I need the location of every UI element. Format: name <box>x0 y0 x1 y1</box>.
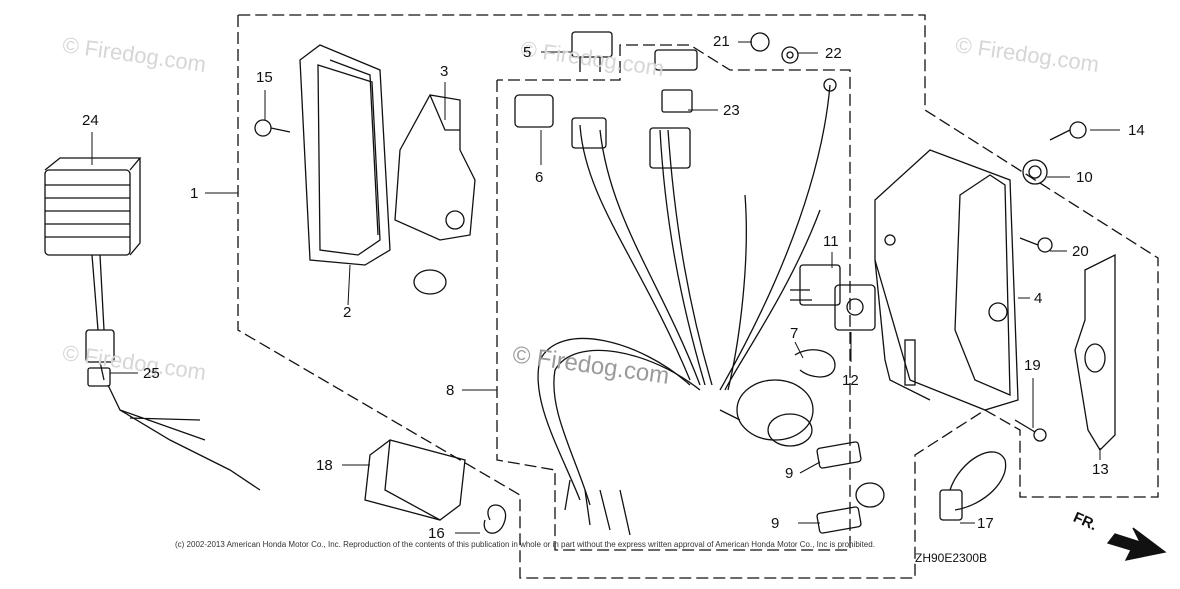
callout-19: 19 <box>1024 357 1041 374</box>
plate-13 <box>1074 253 1116 452</box>
callout-12: 12 <box>842 372 859 389</box>
callout-3: 3 <box>440 63 449 80</box>
regulator-rectifier-24 <box>44 157 261 491</box>
callout-15: 15 <box>256 69 273 86</box>
bolt-20 <box>1019 237 1053 253</box>
callout-20: 20 <box>1072 243 1089 260</box>
callout-9b: 9 <box>771 515 780 532</box>
relay-5 <box>571 31 613 72</box>
switch-9a <box>816 441 885 508</box>
callout-5: 5 <box>523 44 532 61</box>
front-direction-arrow <box>1106 527 1167 561</box>
connector-6 <box>514 94 554 128</box>
leader-lines <box>91 41 1120 534</box>
callout-4: 4 <box>1034 290 1043 307</box>
copyright-notice: (c) 2002-2013 American Honda Motor Co., … <box>175 540 875 549</box>
callout-14: 14 <box>1128 122 1145 139</box>
callout-9a: 9 <box>785 465 794 482</box>
cable-tie-17 <box>939 451 1007 521</box>
callout-25: 25 <box>143 365 160 382</box>
callout-17: 17 <box>977 515 994 532</box>
grommet <box>413 269 447 295</box>
callout-18: 18 <box>316 457 333 474</box>
clip-16 <box>483 504 507 534</box>
control-box-cover-2 <box>299 44 391 266</box>
diagram-code: ZH90E2300B <box>915 551 988 565</box>
callout-23: 23 <box>723 102 740 119</box>
screw-15 <box>254 119 291 137</box>
fuse-23 <box>654 49 698 113</box>
foam-pad-18 <box>364 439 466 521</box>
callout-7: 7 <box>790 325 799 342</box>
switch-9b <box>816 506 862 534</box>
washer-22 <box>781 46 799 64</box>
starter-solenoid <box>719 379 814 447</box>
bracket-3 <box>394 94 476 241</box>
callout-16: 16 <box>428 525 445 542</box>
callout-24: 24 <box>82 112 99 129</box>
bolt-14 <box>1049 121 1087 141</box>
bolt-19 <box>1014 419 1047 442</box>
assembly-frame-1 <box>237 14 1159 579</box>
callout-6: 6 <box>535 169 544 186</box>
callout-2: 2 <box>343 304 352 321</box>
switch-12 <box>834 284 876 331</box>
callout-8: 8 <box>446 382 455 399</box>
callout-1: 1 <box>190 185 199 202</box>
callout-10: 10 <box>1076 169 1093 186</box>
wire-harness-8 <box>537 78 837 536</box>
callout-21: 21 <box>713 33 730 50</box>
assembly-frame-8 <box>496 44 851 551</box>
callout-11: 11 <box>823 233 839 250</box>
control-box-4 <box>874 149 1019 411</box>
callout-22: 22 <box>825 45 842 62</box>
nut-21 <box>750 32 770 52</box>
clamp-10 <box>1022 159 1048 185</box>
clamp-7 <box>794 349 836 378</box>
callout-13: 13 <box>1092 461 1109 478</box>
switch-11 <box>790 264 841 306</box>
